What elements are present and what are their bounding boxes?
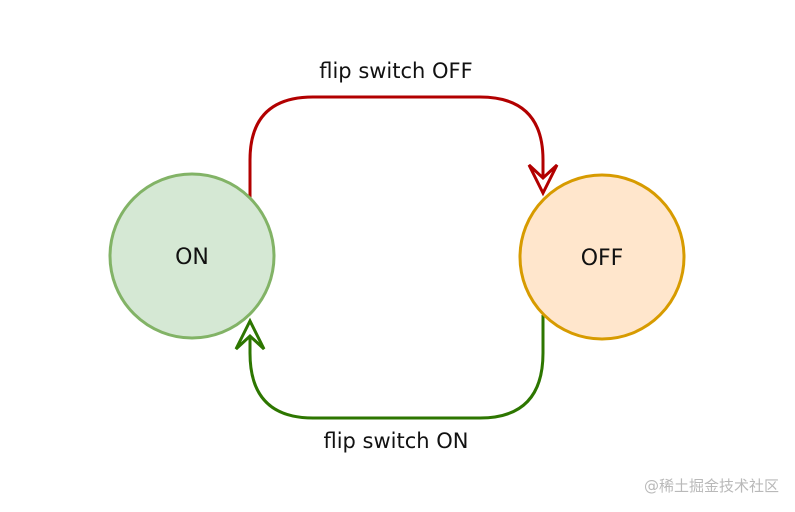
arrowhead-on-to-off xyxy=(527,163,559,197)
state-off-label: OFF xyxy=(581,246,624,271)
transition-off-to-on xyxy=(248,315,545,420)
transition-off-to-on-label: flip switch ON xyxy=(323,429,468,453)
arrowhead-off-to-on xyxy=(234,317,266,351)
transition-on-to-off xyxy=(248,95,545,198)
transition-on-to-off-label: flip switch OFF xyxy=(319,59,472,83)
state-off-circle xyxy=(518,173,686,341)
state-on-circle xyxy=(108,172,276,340)
state-on-label: ON xyxy=(175,245,209,270)
watermark-text: @稀土掘金技术社区 xyxy=(643,477,779,495)
